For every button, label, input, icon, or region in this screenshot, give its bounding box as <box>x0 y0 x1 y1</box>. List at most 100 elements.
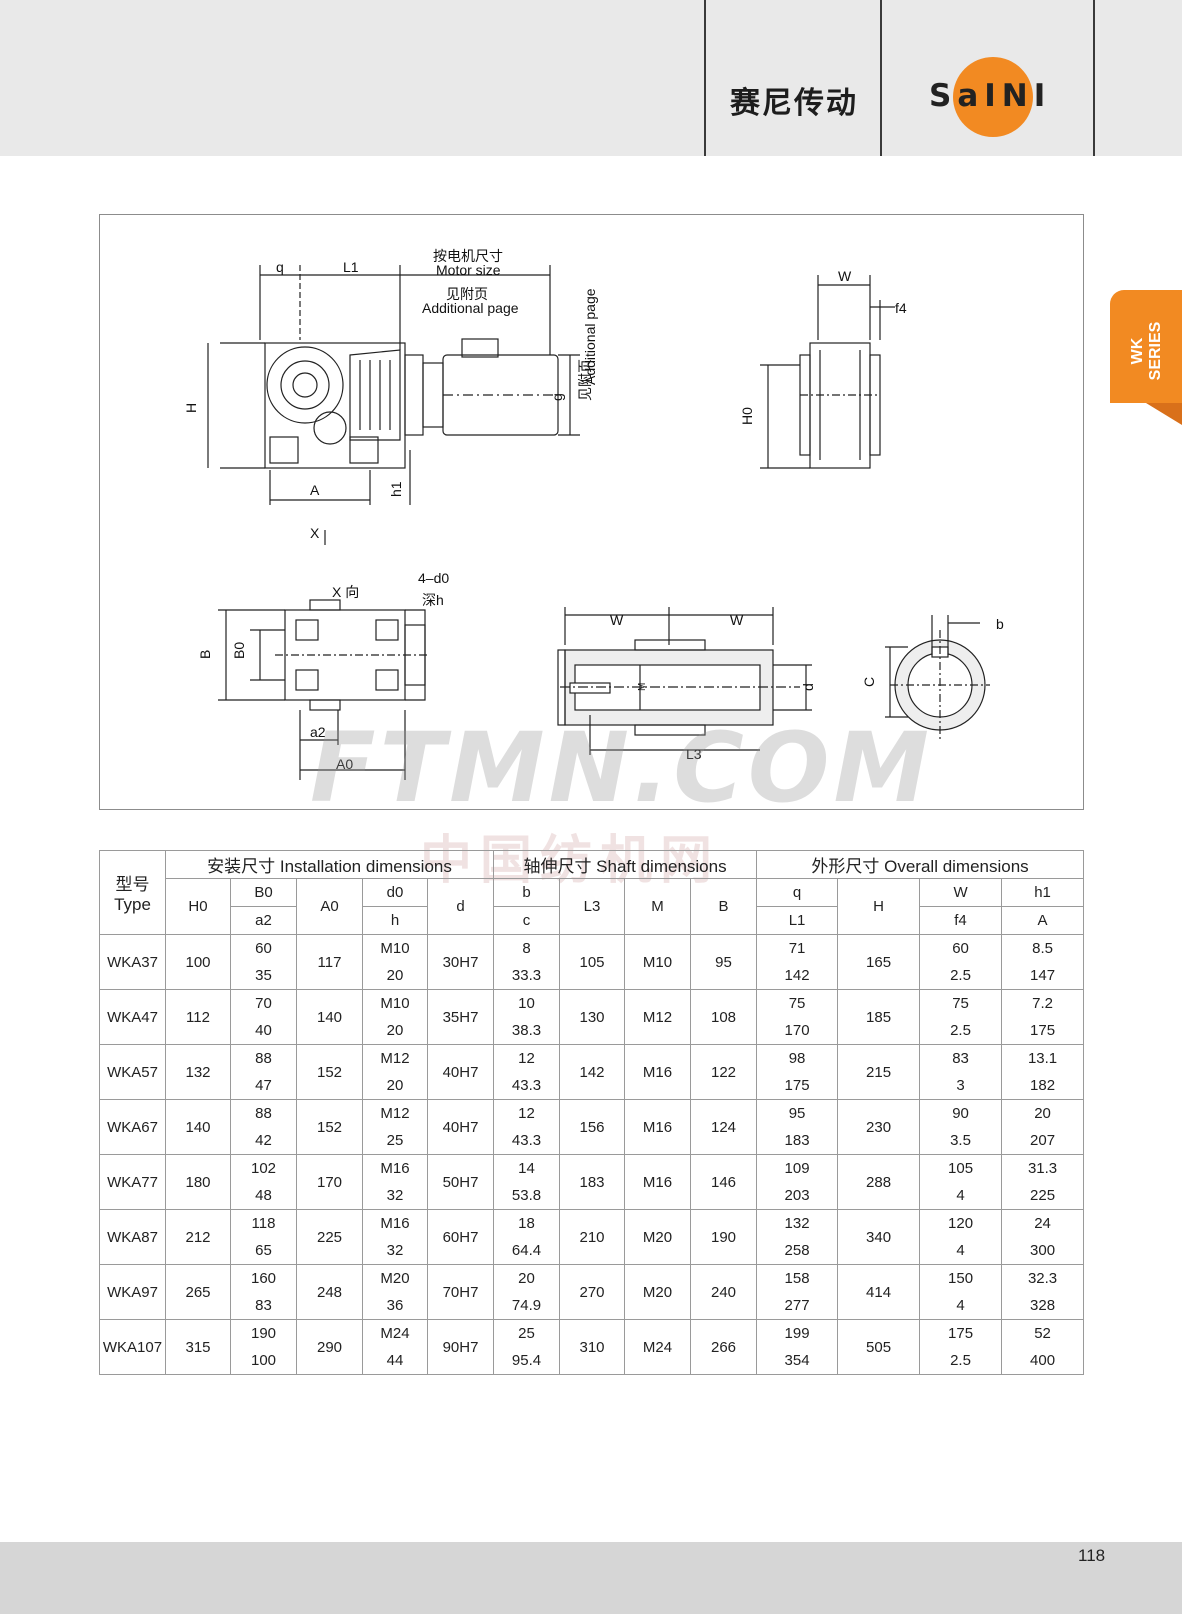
cell-b: 124 <box>690 1099 758 1155</box>
cell-b: 12 <box>493 1044 561 1072</box>
label-h1: h1 <box>388 481 404 497</box>
label-C: C <box>861 677 877 687</box>
cell-a2: 35 <box>230 962 297 990</box>
cell-a0: 152 <box>296 1044 363 1100</box>
cell-l3: 210 <box>559 1209 626 1265</box>
label-d: d <box>800 683 816 691</box>
cell-c: 43.3 <box>493 1127 561 1155</box>
header-M: M <box>624 878 692 935</box>
label-L3: L3 <box>686 746 702 762</box>
cell-l3: 142 <box>559 1044 626 1100</box>
cell-a2: 100 <box>230 1347 297 1375</box>
cell-a0: 170 <box>296 1154 363 1210</box>
label-motor-cn: 按电机尺寸 <box>433 248 503 264</box>
header-q: q <box>756 878 839 907</box>
cell-l3: 130 <box>559 989 626 1045</box>
cell-type: WKA107 <box>99 1319 166 1375</box>
cell-type: WKA67 <box>99 1099 166 1155</box>
cell-a2: 42 <box>230 1127 297 1155</box>
cell-h0: 180 <box>165 1154 231 1210</box>
cell-m: M10 <box>624 934 692 990</box>
cell-h: 20 <box>362 1072 428 1100</box>
cell-w: 75 <box>919 989 1003 1017</box>
cell-a: 328 <box>1001 1292 1085 1320</box>
cell-d0: M20 <box>362 1264 428 1292</box>
cell-w: 105 <box>919 1154 1003 1182</box>
cell-l1: 183 <box>756 1127 839 1155</box>
cell-a2: 40 <box>230 1017 297 1045</box>
header-H: H <box>837 878 921 935</box>
header-h1: h1 <box>1001 878 1085 907</box>
cell-l1: 142 <box>756 962 839 990</box>
label-H: H <box>183 403 199 413</box>
series-tab-label: WK SERIES <box>1129 321 1164 381</box>
page-footer <box>0 1542 1182 1614</box>
cell-b: 18 <box>493 1209 561 1237</box>
cell-h0: 140 <box>165 1099 231 1155</box>
cell-a: 182 <box>1001 1072 1085 1100</box>
cell-a2: 47 <box>230 1072 297 1100</box>
cell-c: 53.8 <box>493 1182 561 1210</box>
cell-f4: 4 <box>919 1237 1003 1265</box>
cell-h1: 32.3 <box>1001 1264 1085 1292</box>
cell-m: M16 <box>624 1154 692 1210</box>
cell-h1: 7.2 <box>1001 989 1085 1017</box>
cell-l1: 175 <box>756 1072 839 1100</box>
cell-a: 175 <box>1001 1017 1085 1045</box>
cell-a: 225 <box>1001 1182 1085 1210</box>
label-see-cn: 见附页 <box>446 286 488 302</box>
cell-b: 14 <box>493 1154 561 1182</box>
cell-h: 288 <box>837 1154 921 1210</box>
dimension-drawing-svg: q L1 按电机尺寸 Motor size 见附页 Additional pag… <box>183 248 1004 780</box>
label-a2: a2 <box>310 724 326 740</box>
cell-q: 158 <box>756 1264 839 1292</box>
cell-b0: 190 <box>230 1319 297 1347</box>
cell-h: 32 <box>362 1237 428 1265</box>
cell-w: 150 <box>919 1264 1003 1292</box>
cell-l3: 105 <box>559 934 626 990</box>
header-divider <box>880 0 882 156</box>
header-overall: 外形尺寸 Overall dimensions <box>756 850 1085 879</box>
cell-d0: M24 <box>362 1319 428 1347</box>
header-a2: a2 <box>230 906 297 935</box>
cell-c: 43.3 <box>493 1072 561 1100</box>
cell-w: 83 <box>919 1044 1003 1072</box>
cell-h1: 31.3 <box>1001 1154 1085 1182</box>
cell-a0: 152 <box>296 1099 363 1155</box>
cell-d0: M12 <box>362 1044 428 1072</box>
brand-logo: SaINI <box>929 78 1052 114</box>
label-holes: 4–d0 <box>418 570 449 586</box>
cell-b: 108 <box>690 989 758 1045</box>
cell-h: 340 <box>837 1209 921 1265</box>
cell-f4: 2.5 <box>919 962 1003 990</box>
cell-b: 146 <box>690 1154 758 1210</box>
header-L3: L3 <box>559 878 626 935</box>
cell-b: 12 <box>493 1099 561 1127</box>
cell-h1: 24 <box>1001 1209 1085 1237</box>
cell-h: 44 <box>362 1347 428 1375</box>
cell-a: 147 <box>1001 962 1085 990</box>
label-additional-page-vertical: Additional page <box>582 288 598 385</box>
cell-h0: 100 <box>165 934 231 990</box>
cell-type: WKA57 <box>99 1044 166 1100</box>
cell-d0: M10 <box>362 934 428 962</box>
cell-f4: 2.5 <box>919 1347 1003 1375</box>
cell-f4: 3 <box>919 1072 1003 1100</box>
header-H0: H0 <box>165 878 231 935</box>
cell-b0: 70 <box>230 989 297 1017</box>
cell-h1: 20 <box>1001 1099 1085 1127</box>
cell-h0: 112 <box>165 989 231 1045</box>
gearbox-flange <box>266 346 344 424</box>
cell-q: 109 <box>756 1154 839 1182</box>
cell-q: 95 <box>756 1099 839 1127</box>
watermark-en: FTMN.COM <box>310 712 933 824</box>
cell-m: M20 <box>624 1264 692 1320</box>
